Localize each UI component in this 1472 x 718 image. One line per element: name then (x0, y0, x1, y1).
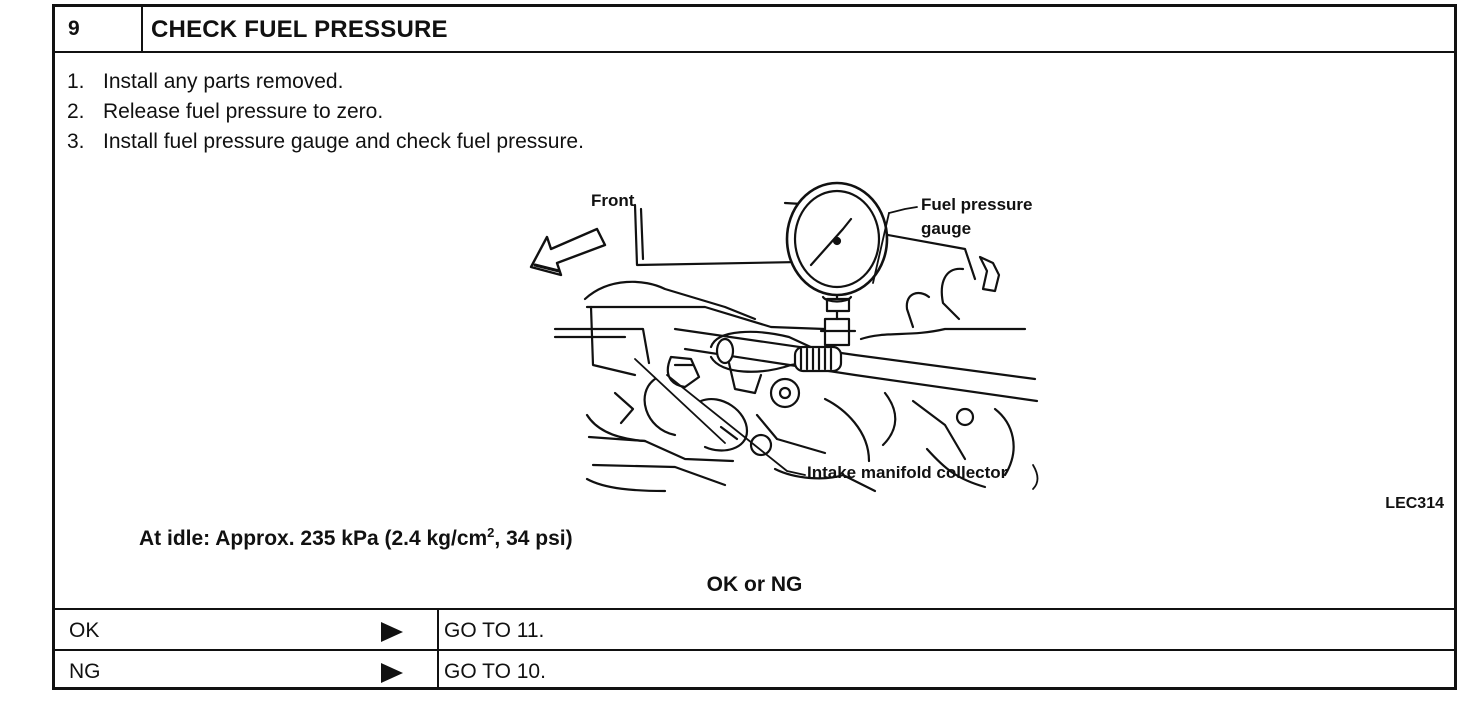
engine-drawing (529, 181, 1039, 493)
instruction-text: Install fuel pressure gauge and check fu… (103, 130, 584, 153)
fuel-gauge-illustration: Front Fuel pressure gauge Intake manifol… (525, 179, 1045, 499)
instruction-item: 3. Install fuel pressure gauge and check … (67, 127, 584, 157)
instruction-number: 3. (67, 130, 85, 153)
instruction-item: 1. Install any parts removed. (67, 67, 584, 97)
result-row-ok: OK GO TO 11. (55, 608, 1454, 650)
figure-code: LEC314 (1385, 495, 1444, 512)
front-label: Front (591, 191, 635, 210)
step-number: 9 (55, 7, 143, 51)
spec-text: At idle: Approx. 235 kPa (2.4 kg/cm (139, 527, 488, 550)
result-label: OK (69, 619, 100, 642)
instruction-number: 2. (67, 100, 85, 123)
decision-prompt: OK or NG (706, 573, 803, 596)
play-arrow-icon (381, 663, 403, 683)
instruction-text: Install any parts removed. (103, 70, 344, 93)
spec-text-end: , 34 psi) (494, 527, 573, 550)
spec-superscript: 2 (487, 525, 495, 540)
gauge-label-line2: gauge (921, 219, 972, 238)
result-label: NG (69, 660, 101, 683)
pressure-spec: At idle: Approx. 235 kPa (2.4 kg/cm2, 34… (139, 525, 573, 551)
play-arrow-icon (381, 622, 403, 642)
instruction-list: 1. Install any parts removed. 2. Release f… (67, 67, 584, 157)
step-header: 9 CHECK FUEL PRESSURE (55, 7, 1454, 53)
instruction-text: Release fuel pressure to zero. (103, 100, 384, 123)
procedure-sheet: 9 CHECK FUEL PRESSURE 1. Install any part… (52, 4, 1457, 690)
result-action: GO TO 10. (437, 651, 546, 690)
result-row-ng: NG GO TO 10. (55, 649, 1454, 690)
instruction-item: 2. Release fuel pressure to zero. (67, 97, 584, 127)
step-title: CHECK FUEL PRESSURE (151, 16, 448, 43)
gauge-label-line1: Fuel pressure (921, 195, 1033, 214)
result-action: GO TO 11. (437, 610, 544, 650)
instruction-number: 1. (67, 70, 85, 93)
collector-label: Intake manifold collector (807, 463, 1008, 482)
